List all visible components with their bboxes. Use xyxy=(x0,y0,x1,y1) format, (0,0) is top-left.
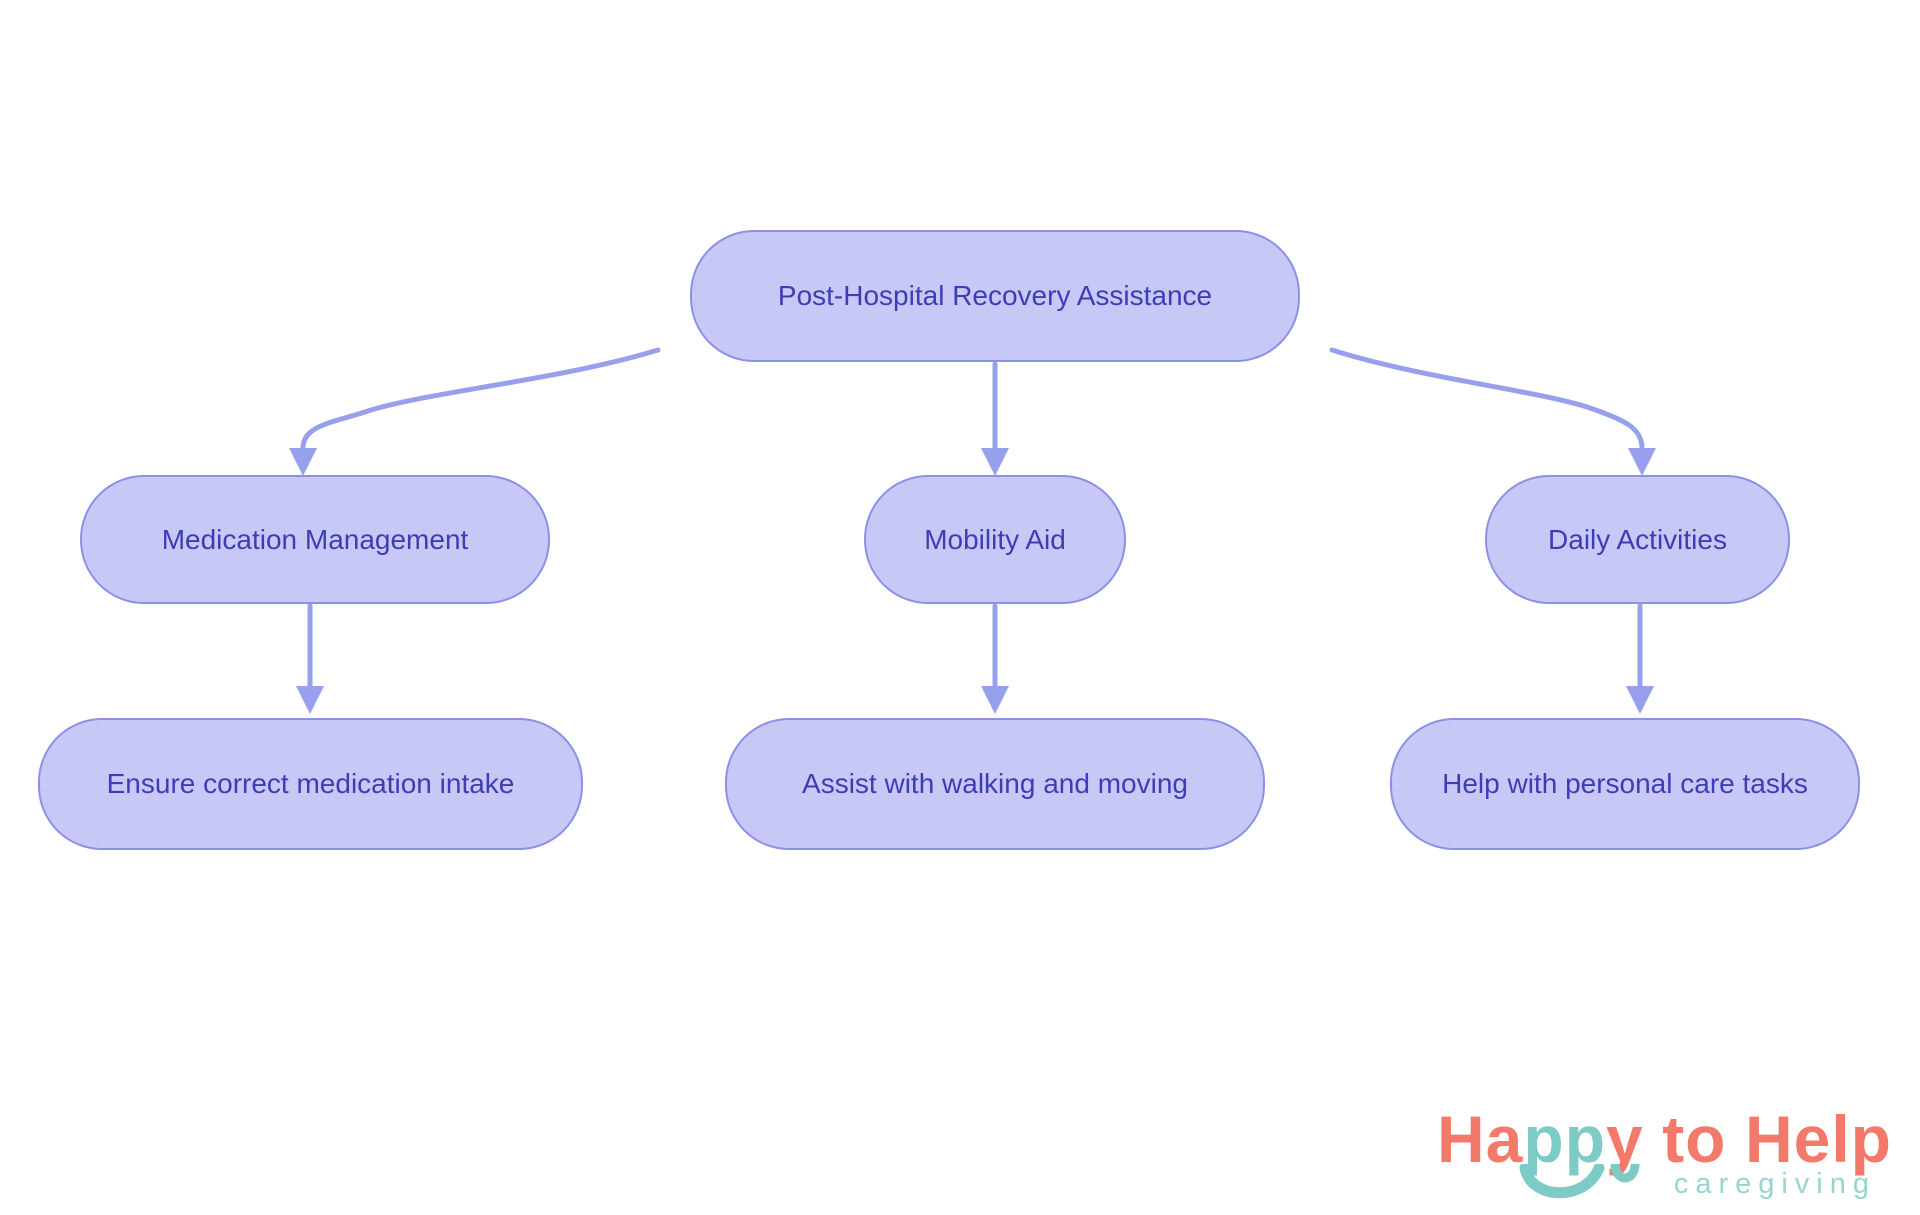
node-label: Assist with walking and moving xyxy=(802,768,1188,800)
node-label: Ensure correct medication intake xyxy=(106,768,515,800)
logo-text-ha: Ha xyxy=(1437,1102,1524,1176)
logo-text-to: to xyxy=(1662,1102,1727,1176)
node-label: Daily Activities xyxy=(1548,523,1727,555)
edge-root-to-daily-activities xyxy=(1329,347,1645,450)
logo-text-y: y xyxy=(1606,1102,1644,1176)
logo-text-pp: pp xyxy=(1523,1102,1607,1176)
node-label: Medication Management xyxy=(161,523,469,555)
arrowhead-daily-activities xyxy=(1628,448,1656,476)
node-medication-management: Medication Management xyxy=(80,475,550,604)
node-help-with-personal-care-tasks: Help with personal care tasks xyxy=(1390,718,1860,850)
arrowhead-mobility-aid xyxy=(981,448,1009,476)
arrowhead-personal-care xyxy=(1626,686,1654,714)
node-post-hospital-recovery-assistance: Post-Hospital Recovery Assistance xyxy=(690,230,1300,362)
logo-text-help: Help xyxy=(1744,1102,1892,1176)
smile-icon xyxy=(1519,1164,1640,1199)
node-assist-with-walking-and-moving: Assist with walking and moving xyxy=(725,718,1265,850)
node-label: Mobility Aid xyxy=(924,523,1066,555)
node-ensure-correct-medication-intake: Ensure correct medication intake xyxy=(38,718,583,850)
logo-tagline: caregiving xyxy=(1673,1168,1876,1200)
edge-root-to-medication-management xyxy=(300,347,661,450)
arrowhead-medication-management xyxy=(289,448,317,476)
arrowhead-intake xyxy=(296,686,324,714)
node-label: Help with personal care tasks xyxy=(1442,768,1808,800)
node-mobility-aid: Mobility Aid xyxy=(864,475,1126,604)
node-label: Post-Hospital Recovery Assistance xyxy=(777,280,1213,312)
arrowhead-walking xyxy=(981,686,1009,714)
node-daily-activities: Daily Activities xyxy=(1485,475,1790,604)
